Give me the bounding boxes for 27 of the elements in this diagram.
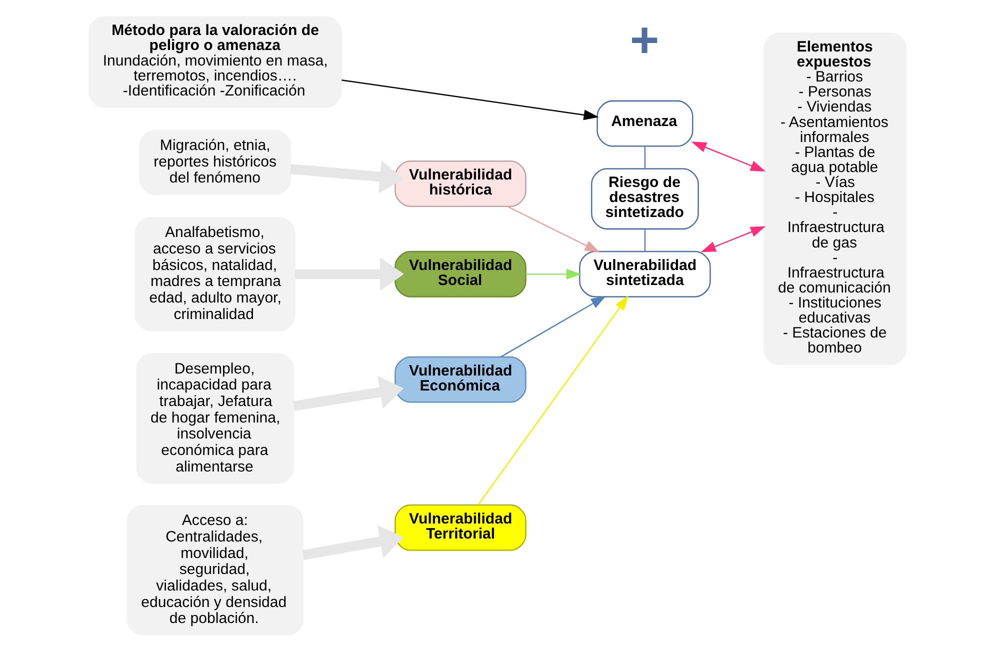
arrow <box>292 376 404 411</box>
node-box: Amenaza <box>596 100 693 147</box>
arrow <box>506 206 600 252</box>
node-box: Migración, etnia, reportes históricos del fenómeno <box>138 130 291 196</box>
connector <box>644 146 646 168</box>
node-box: Desempleo, incapacidad para trabajar, Jefatura de hogar femenina, insolvencia económica para alimentarse <box>136 353 294 484</box>
arrow <box>500 296 606 358</box>
node-box: Vulnerabilidad Económica <box>394 356 526 403</box>
node-box: Vulnerabilidad histórica <box>394 160 526 207</box>
node-box: Vulnerabilidad Social <box>394 250 526 298</box>
node-box: Vulnerabilidad sintetizada <box>578 250 710 298</box>
node-box: Riesgo de desastres sintetizado <box>590 168 698 230</box>
arrow <box>525 268 581 280</box>
node-box: Método para la valoración de peligro o amenaza Inundación, movimiento en masa, terremotos, incendios…. -Identificación -Zonificación <box>88 16 342 108</box>
arrow <box>294 257 404 291</box>
node-box: Vulnerabilidad Territorial <box>394 504 526 551</box>
arrow <box>341 79 598 120</box>
arrow <box>700 226 766 252</box>
node-box: Analfabetismo, acceso a servicios básicos, natalidad, madres a temprana edad, adulto mayor, criminalidad <box>134 217 295 332</box>
arrow <box>690 142 766 172</box>
arrow <box>477 295 628 506</box>
label: + <box>629 12 659 68</box>
node-box: Acceso a: Centralidades, movilidad, seguridad, vialidades, salud, educación y densidad de población. <box>126 505 304 636</box>
node-box: Elementos expuestos - Barrios - Personas - Viviendas - Asentamientos informales - Plantas de agua potable - Vías - Hospitales - Infraestructura de gas - Infraestructura de comunicación - Instituciones educativas - Estaciones de bombeo <box>763 32 906 366</box>
arrow <box>302 525 404 560</box>
arrow <box>290 160 404 194</box>
connector <box>644 229 646 252</box>
